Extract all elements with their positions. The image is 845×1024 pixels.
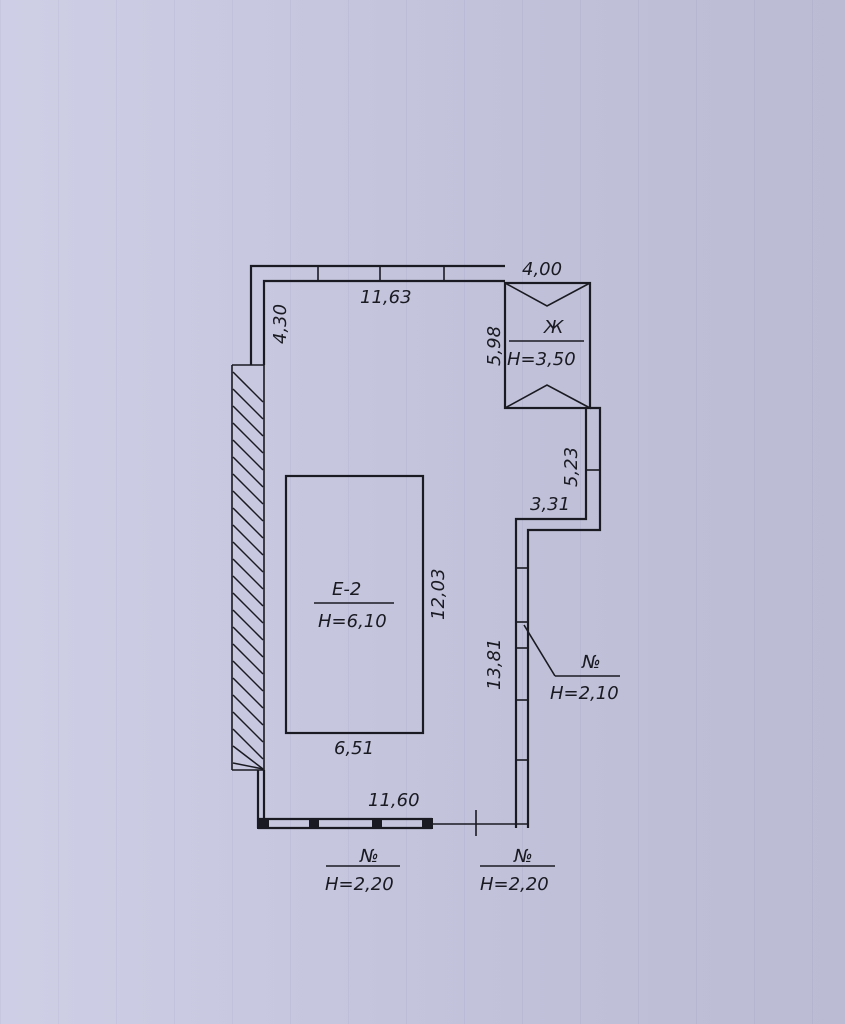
label-bottom-left-mark: № (359, 846, 379, 867)
label-notch-height: 5,23 (561, 447, 582, 487)
hatched-wall (231, 364, 265, 771)
hatch-line (232, 660, 264, 692)
hatch-line (232, 711, 264, 743)
hatch-line (232, 473, 264, 505)
hatch-line (232, 439, 264, 471)
label-bottom-left-h: H=2,20 (325, 874, 394, 895)
hatch-line (232, 541, 264, 573)
room-zh (503, 281, 592, 410)
label-zh-height: 5,98 (484, 326, 505, 366)
hatch-line (232, 524, 264, 556)
label-right-wall-h: H=2,10 (550, 683, 619, 704)
hatch-line (232, 558, 264, 590)
notch (514, 406, 602, 828)
room-e2 (284, 474, 425, 735)
label-zh-width: 4,00 (522, 259, 562, 280)
hatch-line (232, 592, 264, 624)
hatch-line (232, 643, 264, 675)
label-bottom-right-mark: № (513, 846, 533, 867)
hatch-line (232, 745, 264, 770)
label-bottom-width: 11,60 (368, 790, 420, 811)
hatch-line (232, 456, 264, 488)
label-top-width: 11,63 (360, 287, 412, 308)
hatch-line (232, 694, 264, 726)
label-e2-height: 12,03 (428, 568, 449, 620)
hatch-line (232, 609, 264, 641)
label-right-wall-mark: № (581, 652, 601, 673)
hatch-line (232, 626, 264, 658)
hatch-line (232, 575, 264, 607)
hatch-line (232, 405, 264, 437)
hatch-line (232, 762, 264, 770)
hatch-line (232, 728, 264, 760)
outer-walls (249, 264, 505, 828)
label-e2-h: H=6,10 (318, 611, 387, 632)
hatch-line (232, 388, 264, 420)
label-e2-width: 6,51 (334, 738, 374, 759)
label-bottom-right-h: H=2,20 (480, 874, 549, 895)
hatch-line (232, 677, 264, 709)
hatch-line (232, 371, 264, 403)
hatch-line (232, 490, 264, 522)
label-top-left-height: 4,30 (270, 304, 291, 344)
label-zh-name: Ж (543, 317, 564, 338)
label-right-wall-height: 13,81 (484, 638, 505, 690)
bottom-wall (257, 810, 555, 867)
hatch-line (232, 507, 264, 539)
right-wall-windows (516, 567, 620, 761)
hatch-line (232, 422, 264, 454)
label-zh-h: H=3,50 (507, 349, 576, 370)
label-notch-width: 3,31 (530, 494, 570, 515)
label-e2-name: E-2 (332, 579, 361, 600)
